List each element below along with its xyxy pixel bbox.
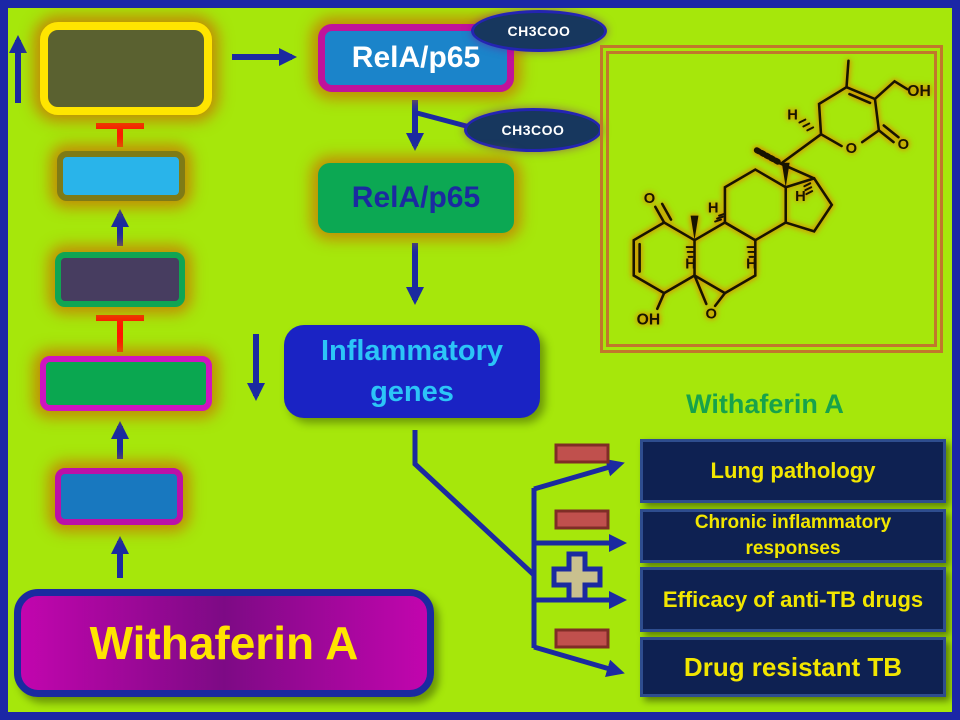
connector-arrows-layer bbox=[9, 35, 627, 678]
chemical-structure-panel: O OH O H H H H H O O OH bbox=[600, 45, 943, 353]
plus-icon bbox=[551, 551, 603, 603]
box-upstream-signal bbox=[40, 22, 212, 115]
withaferin-a-structure-drawing: O OH O H H H H H O O OH bbox=[632, 59, 931, 329]
inhibition-tee-icon bbox=[96, 123, 144, 147]
outcome-label: Efficacy of anti-TB drugs bbox=[662, 586, 924, 612]
rela-p65-acetylated-box: RelA/p65 bbox=[318, 24, 514, 92]
box-signal-step-1 bbox=[57, 151, 185, 201]
minus-icon bbox=[554, 443, 610, 464]
atom-label: OH bbox=[637, 312, 661, 329]
acetyl-group-label-1: CH3COO bbox=[507, 23, 571, 39]
atom-label: O bbox=[846, 141, 857, 157]
atom-label: H bbox=[685, 257, 696, 273]
methyl-wedge bbox=[781, 162, 790, 188]
outcome-box-drug-resistant-tb: Drug resistant TB bbox=[640, 637, 946, 697]
rela-p65-deacetylated-label: RelA/p65 bbox=[351, 181, 481, 214]
outcome-box-efficacy-anti-tb-drugs: Efficacy of anti-TB drugs bbox=[640, 567, 946, 632]
outcome-box-chronic-inflammatory-responses: Chronic inflammatory responses bbox=[640, 509, 946, 563]
box-signal-step-2 bbox=[55, 252, 185, 307]
acetyl-group-label-2: CH3COO bbox=[501, 122, 565, 138]
structure-caption: Withaferin A bbox=[620, 386, 910, 422]
outcome-label: Lung pathology bbox=[710, 458, 876, 483]
atom-label: H bbox=[795, 189, 806, 205]
atom-label: H bbox=[746, 257, 757, 273]
withaferin-a-source-box: Withaferin A bbox=[14, 589, 434, 697]
branch-arrow-1 bbox=[533, 458, 625, 492]
outcome-box-lung-pathology: Lung pathology bbox=[640, 439, 946, 503]
branch-stem-line bbox=[412, 430, 536, 577]
atom-label: O bbox=[644, 191, 655, 207]
rela-p65-acetylated-label: RelA/p65 bbox=[351, 41, 481, 74]
atom-label: OH bbox=[907, 83, 931, 100]
box-signal-step-3 bbox=[40, 356, 212, 411]
acetyl-group-ellipse-2: CH3COO bbox=[464, 108, 602, 152]
atom-label: H bbox=[787, 108, 798, 124]
rela-p65-deacetylated-box: RelA/p65 bbox=[318, 163, 514, 233]
inhibition-tee-icon bbox=[96, 315, 144, 352]
methyl-wedge bbox=[690, 215, 699, 241]
atom-label: O bbox=[705, 307, 716, 323]
outcome-label: Drug resistant TB bbox=[683, 651, 903, 682]
withaferin-a-source-label: Withaferin A bbox=[89, 617, 359, 669]
inflammatory-genes-box: Inflammatory genes bbox=[284, 325, 540, 418]
atom-label: H bbox=[708, 201, 719, 217]
minus-icon bbox=[554, 628, 610, 649]
structure-caption-text: Withaferin A bbox=[686, 388, 844, 419]
minus-icon bbox=[554, 509, 610, 530]
acetyl-release-connector bbox=[416, 110, 471, 130]
box-signal-step-4 bbox=[55, 468, 183, 525]
atom-label: O bbox=[898, 137, 909, 153]
outcome-label: Chronic inflammatory responses bbox=[694, 512, 892, 559]
branch-arrow-4 bbox=[533, 644, 625, 678]
acetyl-group-ellipse-1: CH3COO bbox=[471, 10, 607, 52]
inflammatory-genes-label: Inflammatory genes bbox=[320, 334, 504, 408]
atom-labels: O OH O H H H H H O O OH bbox=[637, 83, 931, 328]
